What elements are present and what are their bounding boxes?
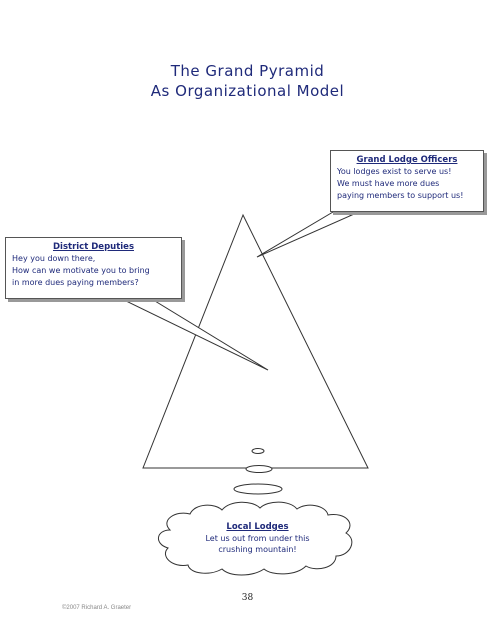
district-deputies-callout: District Deputies Hey you down there, Ho… xyxy=(5,237,182,299)
diagram-title-line1: The Grand Pyramid xyxy=(170,62,325,80)
thought-bubble-small xyxy=(251,448,265,454)
thought-bubble-large xyxy=(233,483,283,495)
page-number: 38 xyxy=(241,593,254,603)
local-lodges-cloud xyxy=(158,501,353,576)
grand-lodge-line-2: We must have more dues xyxy=(337,179,440,188)
district-heading: District Deputies xyxy=(52,242,134,252)
local-heading: Local Lodges xyxy=(226,522,289,532)
local-line-1: Let us out from under this xyxy=(205,534,310,543)
diagram-title-line2: As Organizational Model xyxy=(150,82,345,100)
local-lodges-text: Local Lodges Let us out from under this … xyxy=(185,522,330,555)
district-line-2: How can we motivate you to bring xyxy=(12,266,150,275)
grand-lodge-pointer xyxy=(256,211,354,258)
grand-lodge-line-1: You lodges exist to serve us! xyxy=(337,167,452,176)
local-line-2: crushing mountain! xyxy=(218,545,297,554)
district-pointer xyxy=(119,297,269,371)
district-line-3: in more dues paying members? xyxy=(12,278,139,287)
district-line-1: Hey you down there, xyxy=(12,254,96,263)
grand-lodge-callout: Grand Lodge Officers You lodges exist to… xyxy=(330,150,484,212)
copyright-notice: ©2007 Richard A. Graeter xyxy=(62,605,132,611)
grand-lodge-line-3: paying members to support us! xyxy=(337,191,464,200)
grand-lodge-heading: Grand Lodge Officers xyxy=(356,155,458,165)
thought-bubble-medium xyxy=(245,465,273,473)
